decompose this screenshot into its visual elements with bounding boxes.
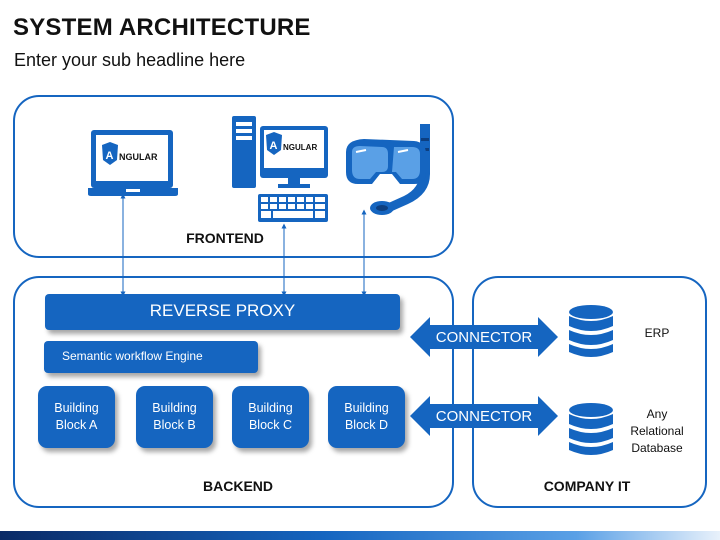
slide-subtitle: Enter your sub headline here bbox=[14, 50, 246, 70]
company-it-panel bbox=[472, 276, 707, 508]
company-it-label: COMPANY IT bbox=[543, 478, 631, 494]
relational-database-label: Any Relational Database bbox=[630, 407, 684, 455]
building-block-b: Building Block B bbox=[136, 386, 213, 448]
building-block-c: Building Block C bbox=[232, 386, 309, 448]
angular-shield-icon bbox=[102, 142, 118, 165]
erp-database-icon bbox=[569, 305, 613, 357]
footer-bar bbox=[0, 531, 720, 540]
building-block-a: Building Block A bbox=[38, 386, 115, 448]
connector-arrow-erp bbox=[410, 317, 558, 357]
laptop-icon: A NGULAR bbox=[88, 130, 178, 196]
workflow-engine-bar: Semantic workflow Engine bbox=[44, 341, 258, 373]
desktop-badge-letter: A bbox=[270, 140, 278, 152]
connector-label-1: CONNECTOR bbox=[435, 329, 533, 346]
backend-label: BACKEND bbox=[203, 478, 273, 494]
backend-panel bbox=[13, 276, 454, 508]
connector-arrow-database bbox=[410, 396, 558, 436]
desktop-computer-icon: A NGULAR bbox=[232, 116, 328, 222]
slide-title: SYSTEM ARCHITECTURE bbox=[13, 14, 311, 41]
building-block-d: Building Block D bbox=[328, 386, 405, 448]
desktop-badge-text: NGULAR bbox=[283, 143, 317, 152]
frontend-panel bbox=[13, 95, 454, 258]
relational-database-icon bbox=[569, 403, 613, 455]
connector-label-2: CONNECTOR bbox=[435, 408, 533, 425]
snorkel-mask-icon bbox=[346, 124, 430, 215]
laptop-badge-letter: A bbox=[106, 150, 114, 162]
erp-label: ERP bbox=[644, 326, 670, 340]
frontend-label: FRONTEND bbox=[186, 230, 264, 246]
reverse-proxy-bar: REVERSE PROXY bbox=[45, 294, 400, 330]
laptop-badge-text: NGULAR bbox=[119, 152, 158, 162]
